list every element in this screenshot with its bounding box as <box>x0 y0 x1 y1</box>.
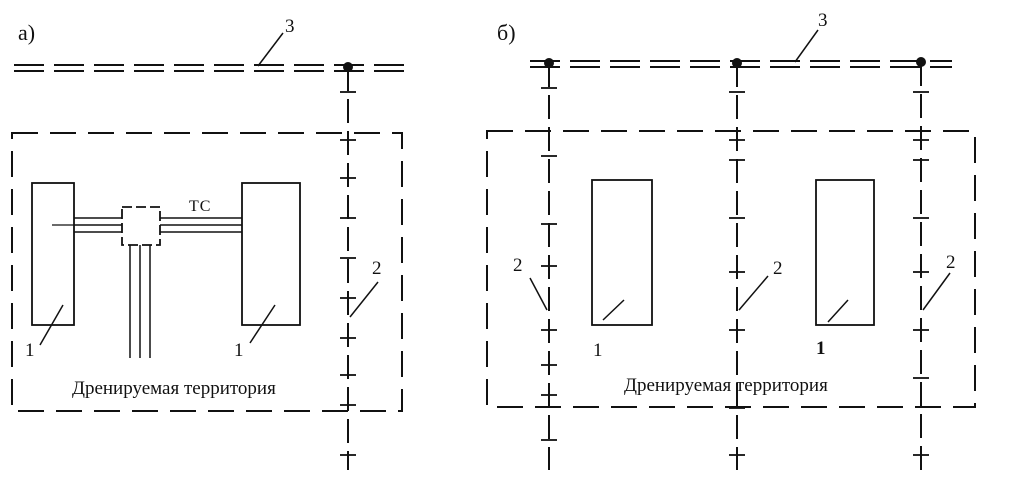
panel-a-building-leader-left <box>39 304 64 346</box>
panel-a-collector-leader <box>257 32 284 67</box>
panel-b-drain-2 <box>729 63 745 470</box>
panel-a-collector-number: 3 <box>285 16 295 37</box>
panel-b-caption: Дренируемая территория <box>624 375 828 396</box>
panel-a-drain-number: 2 <box>372 258 382 279</box>
panel-a-collector <box>14 62 410 72</box>
panel-a-building-right <box>241 182 301 326</box>
panel-b-drain-3 <box>913 62 929 470</box>
panel-b-drain-leader-3 <box>922 272 951 311</box>
panel-b-building-right <box>815 179 875 326</box>
panel-a-utility-tunnel <box>52 206 242 358</box>
panel-b-building-leader-right <box>827 299 849 323</box>
panel-a-tunnel-chamber <box>121 206 161 246</box>
panel-a-building-number-right: 1 <box>234 340 244 361</box>
panel-b-territory-boundary <box>486 130 976 408</box>
panel-b-building-number-right: 1 <box>816 338 826 359</box>
panel-a: а) 3 Дренируемая территория <box>11 16 410 470</box>
panel-b-label: б) <box>497 20 516 45</box>
panel-b-building-number-left: 1 <box>593 340 603 361</box>
panel-a-tunnel-label: ТС <box>189 198 211 215</box>
panel-b-drain-number-2: 2 <box>773 258 783 279</box>
panel-a-drain <box>340 67 356 470</box>
panel-b-drain-number-3: 2 <box>946 252 956 273</box>
panel-a-label: а) <box>18 20 35 45</box>
panel-b-drain-1 <box>541 63 557 470</box>
panel-b: б) 3 Дренируемая территория <box>486 10 976 470</box>
panel-a-territory-boundary <box>11 132 403 412</box>
panel-a-building-number-left: 1 <box>25 340 35 361</box>
panel-b-drain-leader-2 <box>738 275 769 311</box>
panel-b-collector <box>530 57 952 68</box>
panel-b-collector-number: 3 <box>818 10 828 31</box>
panel-b-building-left <box>591 179 653 326</box>
panel-b-collector-leader <box>794 29 819 63</box>
panel-a-building-leader-right <box>249 304 276 344</box>
panel-a-building-left <box>31 182 75 326</box>
panel-a-caption: Дренируемая территория <box>72 378 276 399</box>
panel-b-drain-leader-1 <box>529 277 548 311</box>
panel-b-building-leader-left <box>602 299 625 321</box>
panel-a-drain-leader <box>349 281 379 318</box>
panel-b-drain-number-1: 2 <box>513 255 523 276</box>
